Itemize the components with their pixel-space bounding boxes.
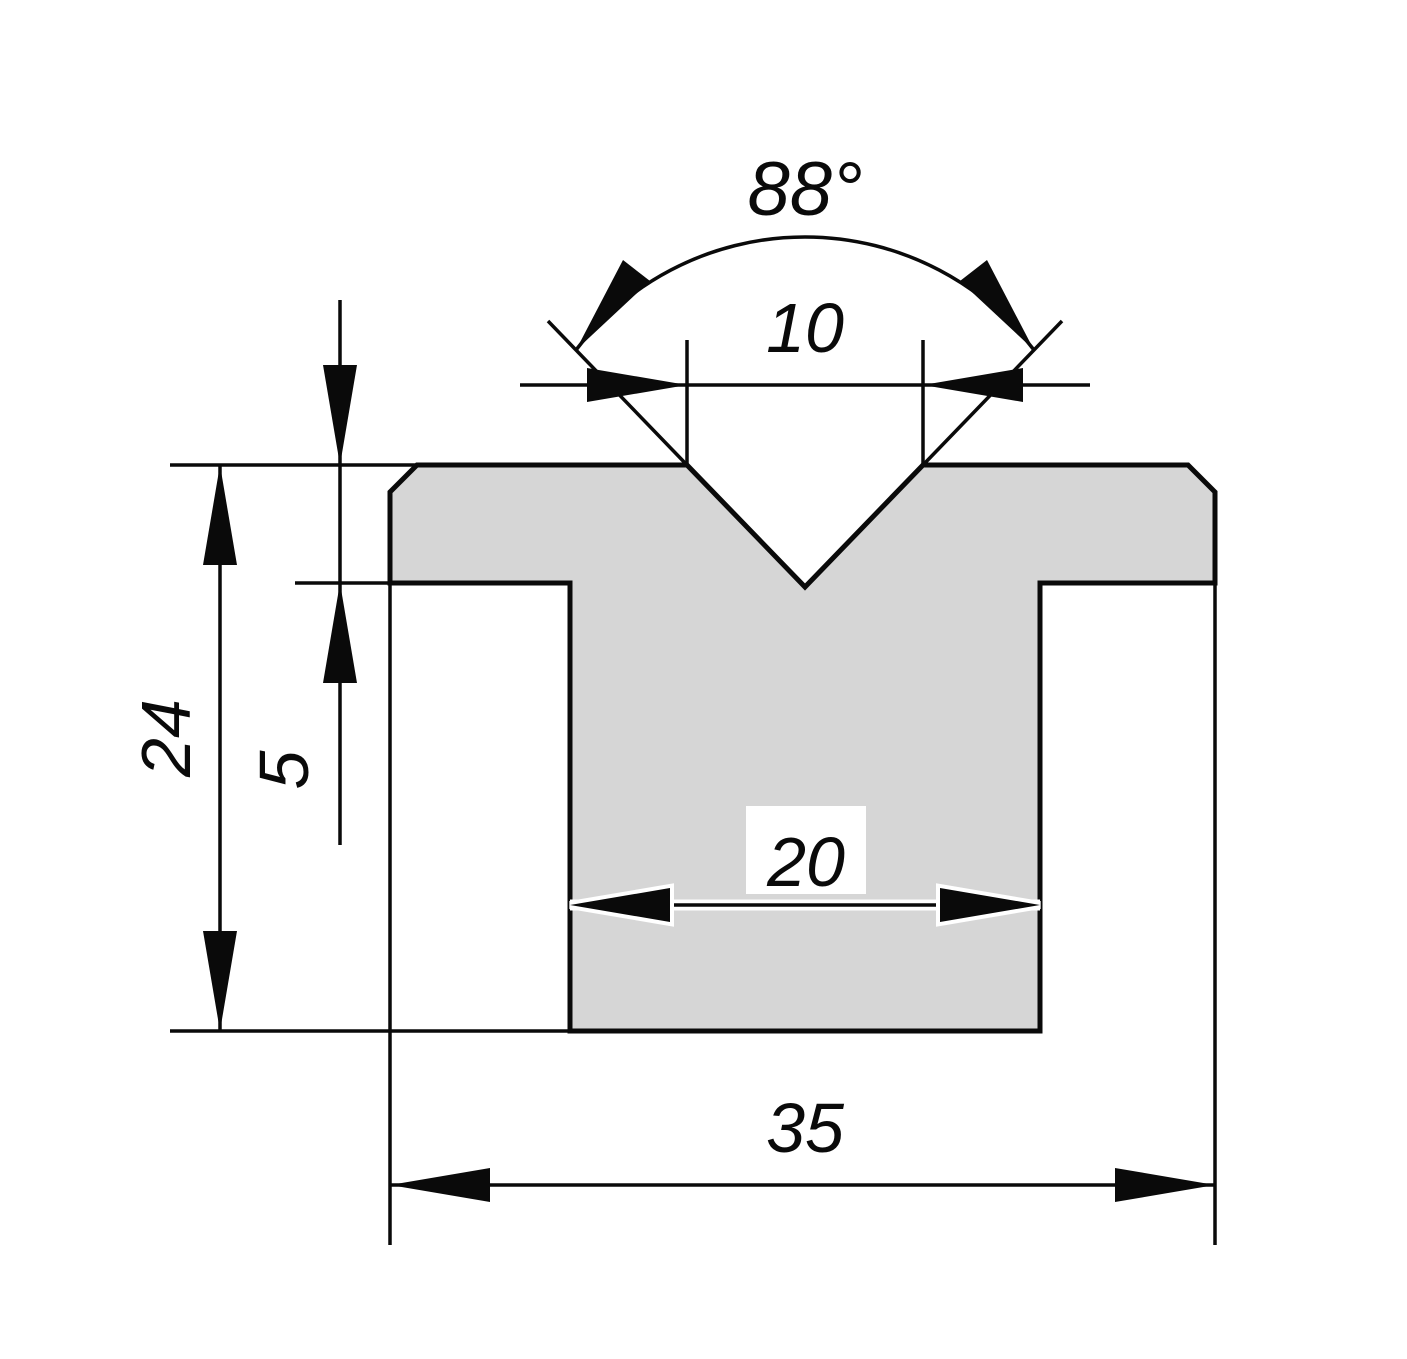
dimension-label-angle: 88°	[748, 147, 863, 232]
dimension-label-v-opening: 10	[766, 289, 844, 367]
die-profile-shape	[387, 462, 1218, 1034]
slot-label-background	[746, 806, 866, 894]
arrowhead-slot-left	[569, 883, 674, 927]
arrowhead-v-opening-left	[587, 368, 687, 402]
dimension-slot-width: 20	[569, 806, 1041, 927]
dimension-label-slot-width: 20	[766, 823, 845, 901]
dimension-angle: 88°	[546, 147, 1064, 467]
arrowhead-slot-right	[936, 883, 1041, 927]
arrowhead-height-bottom	[203, 931, 237, 1031]
arrowhead-v-opening-right	[923, 368, 1023, 402]
dimension-label-overall-width: 35	[766, 1089, 845, 1167]
arrowhead-width-right	[1115, 1168, 1215, 1202]
dimension-groove-depth: 5	[245, 300, 390, 845]
dimension-label-overall-height: 24	[127, 699, 205, 778]
dimension-overall-height: 24	[127, 463, 570, 1033]
dimension-v-opening: 10	[520, 289, 1090, 465]
arrowhead-height-top	[203, 465, 237, 565]
dimension-label-groove-depth: 5	[245, 749, 323, 789]
dimension-overall-width: 35	[388, 583, 1217, 1245]
die-profile	[387, 462, 1218, 1034]
arrowhead-angle-left	[576, 260, 650, 350]
arrowhead-groove-depth-bottom	[323, 583, 357, 683]
arrowhead-width-left	[390, 1168, 490, 1202]
arrowhead-groove-depth-top	[323, 365, 357, 465]
arrowhead-angle-right	[960, 260, 1034, 350]
